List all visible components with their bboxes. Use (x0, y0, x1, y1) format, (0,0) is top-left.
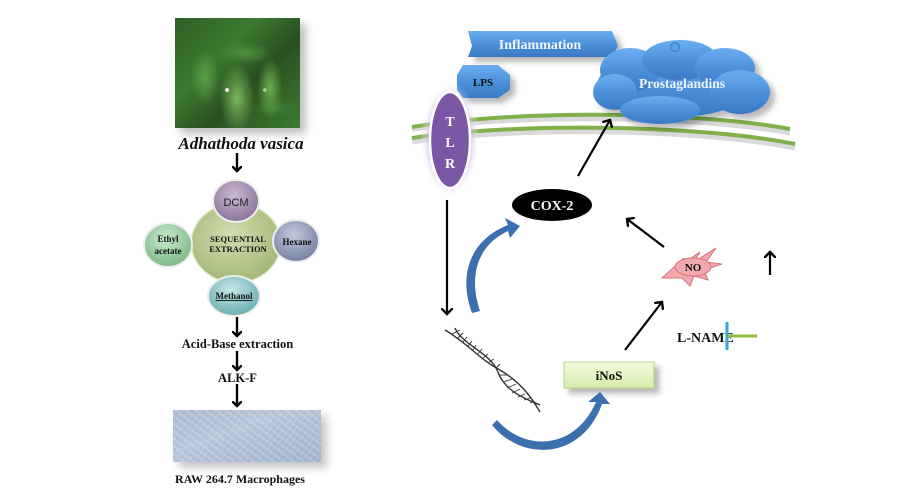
arrow-inos-to-no (624, 302, 662, 351)
center-label-1: SEQUENTIAL (210, 234, 266, 244)
tlr-receptor (428, 90, 472, 190)
curved-arrow-dna-to-cox2 (466, 218, 520, 313)
adhathoda-vasica-photo (175, 18, 300, 128)
l-name-label: L-NAME (677, 331, 734, 346)
acetate-label: acetate (155, 246, 182, 256)
arrow-no-to-cox2 (627, 219, 665, 248)
inos-label: iNoS (596, 368, 623, 383)
tlr-letter-r: R (445, 157, 456, 172)
ethyl-label: Ethyl (157, 234, 179, 244)
species-label: Adhathoda vasica (178, 134, 304, 153)
raw-macrophages-photo (173, 410, 321, 462)
alk-f-label: ALK-F (218, 371, 257, 385)
cox2-label: COX-2 (531, 199, 574, 214)
inflammation-banner (468, 31, 618, 57)
inflammation-label: Inflammation (499, 38, 582, 53)
prostaglandins-label: Prostaglandins (639, 76, 725, 91)
dna-helix-icon (444, 327, 541, 413)
hexane-label: Hexane (283, 237, 312, 247)
center-label-2: EXTRACTION (209, 244, 267, 254)
raw-macrophages-label: RAW 264.7 Macrophages (175, 472, 305, 486)
cox2-node (512, 189, 592, 221)
sequential-extraction-cluster: DCM SEQUENTIAL EXTRACTION Hexane Ethyl a… (143, 179, 320, 317)
methanol-circle (207, 275, 261, 317)
dcm-label: DCM (223, 197, 248, 209)
lps-label: LPS (473, 77, 493, 89)
tlr-letter-l: L (445, 136, 454, 151)
no-star (660, 247, 723, 287)
curved-arrow-dna-to-inos (492, 392, 610, 450)
acid-base-extraction-label: Acid-Base extraction (181, 337, 294, 351)
inos-box (563, 361, 655, 389)
prostaglandins-cloud (593, 40, 770, 124)
methanol-label: Methanol (216, 291, 253, 301)
ethyl-acetate-circle (143, 222, 193, 268)
tlr-letter-t: T (445, 115, 455, 130)
dcm-circle (212, 179, 260, 223)
hexane-circle (272, 219, 320, 263)
lps-shape (457, 65, 510, 98)
prostaglandins-bubble (670, 42, 680, 52)
no-label: NO (685, 262, 702, 274)
arrow-cox2-to-prostaglandins (577, 120, 610, 177)
